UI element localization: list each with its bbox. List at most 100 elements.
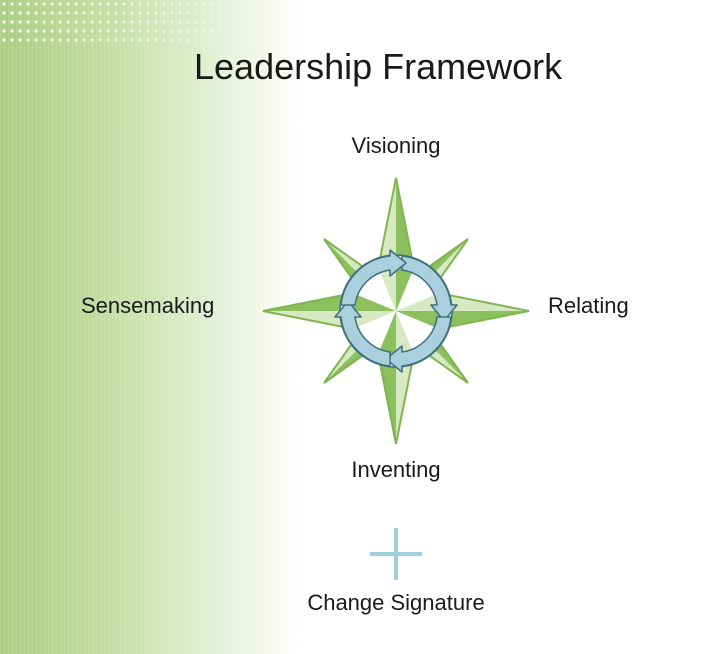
pattern-dot <box>218 11 222 15</box>
label-relating: Relating <box>548 293 629 318</box>
pattern-dot <box>114 20 118 24</box>
pattern-dot <box>234 29 238 33</box>
pattern-dot <box>130 29 134 33</box>
pattern-dot <box>282 11 286 15</box>
pattern-dot <box>50 20 54 24</box>
pattern-dot <box>58 2 62 6</box>
pattern-dot <box>186 38 190 42</box>
pattern-dot <box>98 29 102 33</box>
pattern-dot <box>274 2 278 6</box>
label-visioning: Visioning <box>351 133 441 158</box>
pattern-dot <box>138 38 142 42</box>
pattern-dot <box>146 2 150 6</box>
pattern-dot <box>50 38 54 42</box>
pattern-dot <box>74 29 78 33</box>
pattern-dot <box>66 38 70 42</box>
pattern-dot <box>170 11 174 15</box>
pattern-dot <box>210 38 214 42</box>
pattern-dot <box>98 20 102 24</box>
pattern-dot <box>162 29 166 33</box>
pattern-dot <box>74 2 78 6</box>
pattern-dot <box>178 29 182 33</box>
pattern-dot <box>18 2 22 6</box>
pattern-dot <box>10 38 14 42</box>
pattern-dot <box>74 11 78 15</box>
pattern-dot <box>210 11 214 15</box>
pattern-dot <box>186 2 190 6</box>
pattern-dot <box>106 29 110 33</box>
pattern-dot <box>26 29 30 33</box>
pattern-dot <box>42 2 46 6</box>
pattern-dot <box>10 20 14 24</box>
pattern-dot <box>162 38 166 42</box>
pattern-dot <box>170 38 174 42</box>
pattern-dot <box>186 29 190 33</box>
pattern-dot <box>58 29 62 33</box>
pattern-dot <box>90 20 94 24</box>
pattern-dot <box>218 38 222 42</box>
pattern-dot <box>106 20 110 24</box>
pattern-dot <box>130 20 134 24</box>
pattern-dot <box>194 29 198 33</box>
pattern-dot <box>138 2 142 6</box>
pattern-dot <box>202 11 206 15</box>
pattern-dot <box>162 20 166 24</box>
pattern-dot <box>50 2 54 6</box>
pattern-dot <box>194 2 198 6</box>
pattern-dot <box>258 38 262 42</box>
pattern-dot <box>178 2 182 6</box>
pattern-dot <box>226 11 230 15</box>
background-gradient <box>0 0 300 654</box>
pattern-dot <box>66 20 70 24</box>
pattern-dot <box>274 29 278 33</box>
pattern-dot <box>42 11 46 15</box>
pattern-dot <box>42 29 46 33</box>
label-sensemaking: Sensemaking <box>81 293 215 318</box>
pattern-dot <box>274 11 278 15</box>
pattern-dot <box>226 29 230 33</box>
pattern-dot <box>226 2 230 6</box>
pattern-dot <box>202 38 206 42</box>
pattern-dot <box>266 2 270 6</box>
pattern-dot <box>250 29 254 33</box>
pattern-dot <box>202 2 206 6</box>
pattern-dot <box>210 2 214 6</box>
pattern-dot <box>122 2 126 6</box>
pattern-dot <box>234 20 238 24</box>
pattern-dot <box>250 11 254 15</box>
pattern-dot <box>90 29 94 33</box>
pattern-dot <box>122 11 126 15</box>
pattern-dot <box>122 29 126 33</box>
pattern-dot <box>82 11 86 15</box>
pattern-dot <box>154 11 158 15</box>
pattern-dot <box>26 11 30 15</box>
pattern-dot <box>202 20 206 24</box>
pattern-dot <box>82 29 86 33</box>
pattern-dot <box>242 2 246 6</box>
pattern-dot <box>250 38 254 42</box>
pattern-dot <box>2 2 6 6</box>
pattern-dot <box>58 38 62 42</box>
pattern-dot <box>138 29 142 33</box>
pattern-dot <box>194 20 198 24</box>
pattern-dot <box>146 38 150 42</box>
pattern-dot <box>266 11 270 15</box>
pattern-dot <box>202 29 206 33</box>
pattern-dot <box>34 11 38 15</box>
pattern-dot <box>26 20 30 24</box>
pattern-dot <box>90 2 94 6</box>
pattern-dot <box>82 38 86 42</box>
pattern-dot <box>98 11 102 15</box>
pattern-dot <box>186 11 190 15</box>
pattern-dot <box>66 29 70 33</box>
pattern-dot <box>50 11 54 15</box>
pattern-dot <box>106 11 110 15</box>
pattern-dot <box>122 20 126 24</box>
pattern-dot <box>130 11 134 15</box>
pattern-dot <box>146 11 150 15</box>
pattern-dot <box>138 11 142 15</box>
pattern-dot <box>170 20 174 24</box>
pattern-dot <box>194 38 198 42</box>
pattern-dot <box>2 29 6 33</box>
pattern-dot <box>106 2 110 6</box>
